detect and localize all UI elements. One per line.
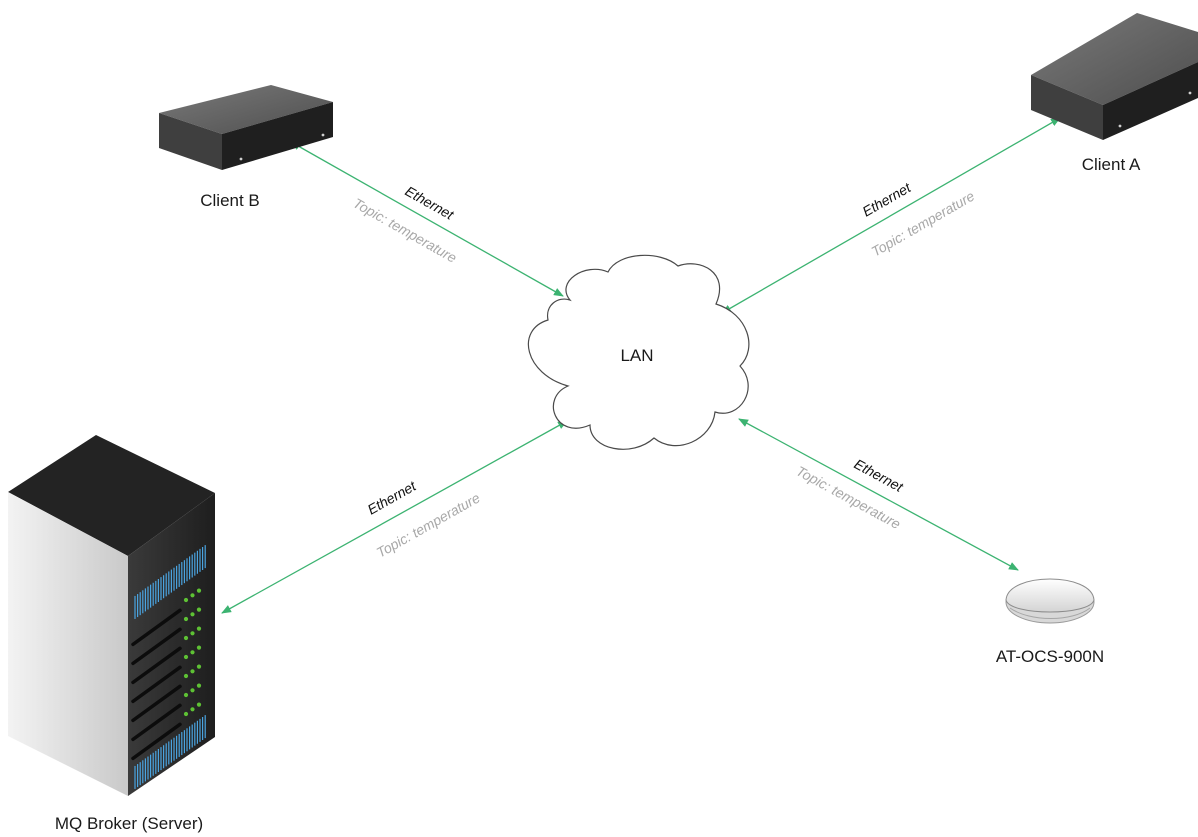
- ethernet-link-line: [221, 420, 568, 614]
- sensor-node: AT-OCS-900N: [996, 578, 1104, 666]
- link-client-a: Ethernet Topic: temperature: [721, 117, 1061, 314]
- ethernet-label: Ethernet: [365, 477, 420, 518]
- lan-label: LAN: [620, 346, 653, 365]
- link-sensor: Ethernet Topic: temperature: [738, 418, 1019, 571]
- server-vent-bottom: [134, 715, 206, 789]
- client-a-label: Client A: [1082, 155, 1141, 174]
- broker-node: MQ Broker (Server): [8, 435, 215, 833]
- server-rack-icon: [8, 435, 215, 796]
- ceiling-sensor-icon: [1005, 578, 1095, 624]
- server-vent-top: [134, 545, 206, 619]
- link-broker: Ethernet Topic: temperature: [221, 420, 568, 614]
- ethernet-label: Ethernet: [852, 456, 907, 496]
- client-a-node: Client A: [1031, 13, 1198, 174]
- ethernet-link-line: [290, 141, 564, 297]
- broker-label: MQ Broker (Server): [55, 814, 203, 833]
- lan-node: LAN: [527, 254, 750, 450]
- server-slots: [131, 588, 202, 761]
- client-b-label: Client B: [200, 191, 260, 210]
- ethernet-link-line: [721, 117, 1061, 314]
- sensor-label: AT-OCS-900N: [996, 647, 1104, 666]
- ethernet-link-line: [738, 418, 1019, 571]
- cloud-icon: [527, 254, 750, 450]
- client-device-icon: [159, 85, 333, 170]
- link-client-b: Ethernet Topic: temperature: [290, 141, 564, 297]
- ethernet-label: Ethernet: [860, 179, 915, 220]
- client-b-node: Client B: [159, 85, 333, 210]
- client-device-icon: [1031, 13, 1198, 140]
- ethernet-label: Ethernet: [403, 183, 458, 224]
